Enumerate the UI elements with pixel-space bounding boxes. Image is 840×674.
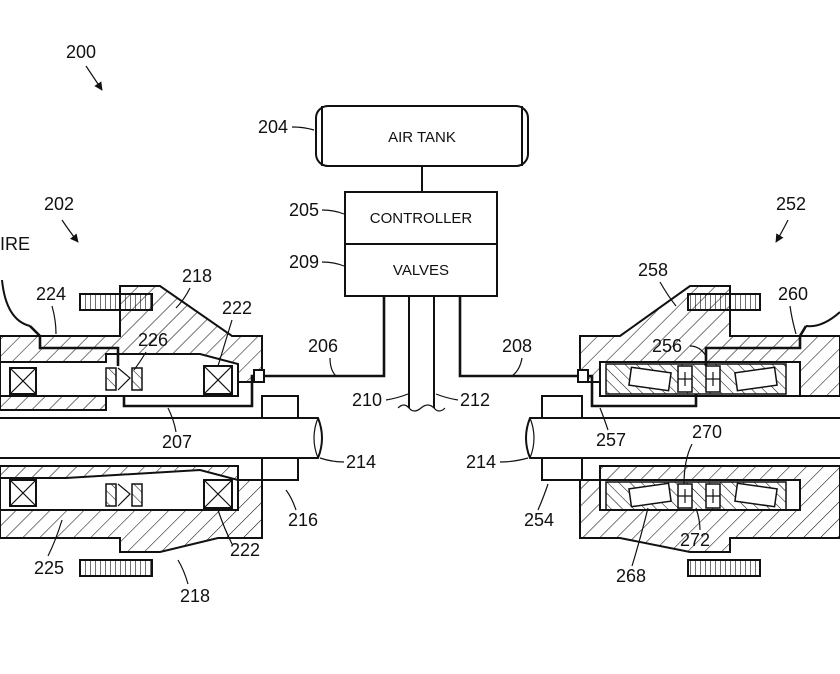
ref-214-left: 214 [346, 452, 376, 472]
ref-222-bottom: 222 [230, 540, 260, 560]
controller-box: CONTROLLER [344, 191, 498, 245]
left-wheel-end: 202 IRE [0, 194, 376, 606]
ref-257: 257 [596, 430, 626, 450]
air-lines [262, 296, 582, 412]
air-tank-ref: 204 [258, 117, 288, 137]
controller-ref: 205 [289, 200, 319, 220]
line-208-ref: 208 [502, 336, 532, 356]
right-wheel-end: 252 [466, 194, 840, 586]
ref-226: 226 [138, 330, 168, 350]
right-assembly-ref: 252 [776, 194, 806, 214]
ref-260: 260 [778, 284, 808, 304]
line-210-ref: 210 [352, 390, 382, 410]
right-lower-bearings [605, 481, 787, 511]
ref-224: 224 [36, 284, 66, 304]
line-212-ref: 212 [460, 390, 490, 410]
ref-225: 225 [34, 558, 64, 578]
ref-214-right: 214 [466, 452, 496, 472]
right-upper-bearings [605, 363, 787, 395]
figure-reference: 200 [66, 42, 103, 91]
line-206-ref: 206 [308, 336, 338, 356]
air-tank: AIR TANK [315, 105, 529, 167]
valves-box: VALVES [344, 243, 498, 297]
controller-label: CONTROLLER [370, 210, 473, 227]
ref-254: 254 [524, 510, 554, 530]
valves-label: VALVES [393, 262, 449, 279]
ref-256: 256 [652, 336, 682, 356]
tire-label: IRE [0, 234, 30, 254]
ref-258: 258 [638, 260, 668, 280]
ref-207: 207 [162, 432, 192, 452]
figure-ref-label: 200 [66, 42, 96, 62]
ref-218-bottom: 218 [180, 586, 210, 606]
ref-268: 268 [616, 566, 646, 586]
ref-216: 216 [288, 510, 318, 530]
ref-270: 270 [692, 422, 722, 442]
ref-218-top: 218 [182, 266, 212, 286]
left-assembly-ref: 202 [44, 194, 74, 214]
ref-272: 272 [680, 530, 710, 550]
air-tank-label: AIR TANK [388, 129, 456, 146]
valves-ref: 209 [289, 252, 319, 272]
ref-222-top: 222 [222, 298, 252, 318]
